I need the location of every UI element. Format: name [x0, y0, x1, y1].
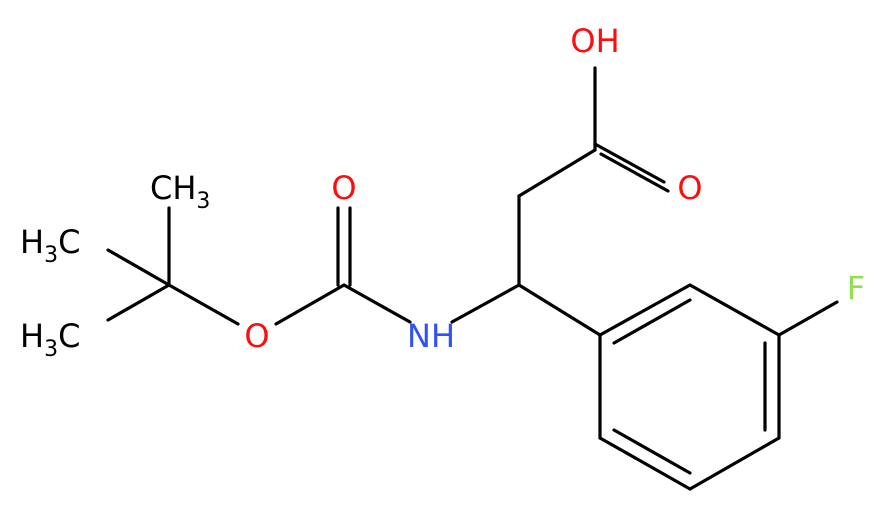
methyl-mid-label: H3C: [20, 223, 80, 268]
bond-quaternary-c-ester-oxygen: [167, 283, 240, 326]
atom-carbonyl-oxygen-label: O: [331, 169, 356, 207]
methyl-mid-c: C: [58, 223, 80, 261]
bond-acid-double-1: [593, 142, 666, 184]
methyl-top-label: CH3: [150, 169, 210, 214]
bond-ring-inner-a: [612, 298, 692, 345]
bond-ring-inner-b: [612, 428, 692, 475]
atom-acid-oxygen-label: O: [677, 169, 702, 207]
atom-nitrogen-label: NH: [407, 317, 455, 355]
atom-ester-oxygen-label: O: [244, 317, 269, 355]
methyl-top-subscript: 3: [196, 189, 210, 214]
methyl-mid-subscript: 3: [44, 243, 58, 268]
bond-alpha-c-ring: [517, 283, 602, 337]
atom-oh-label: OH: [570, 22, 619, 60]
bond-quaternary-c-methyl-bottom: [106, 283, 171, 322]
bond-ring-6-1: [598, 283, 692, 337]
methyl-top-main: CH: [150, 169, 196, 207]
bond-ring-3-4: [688, 436, 781, 491]
methyl-mid-h: H: [20, 223, 44, 261]
bond-nitrogen-alpha-c: [450, 283, 521, 324]
methyl-bottom-h: H: [20, 317, 44, 355]
bond-carbonyl-c-nitrogen: [342, 283, 412, 324]
atom-fluorine-label: F: [847, 269, 865, 307]
bond-ring-2-3: [598, 436, 692, 491]
bond-ring-5-6: [688, 283, 781, 337]
methyl-bottom-c: C: [58, 317, 80, 355]
atom-label-layer: OH O O O NH F CH3 H3C H3C: [20, 22, 865, 362]
bond-ring-fluorine: [777, 300, 839, 337]
bond-quaternary-c-methyl-mid: [106, 248, 171, 287]
bond-layer: [106, 66, 839, 491]
methyl-bottom-label: H3C: [20, 317, 80, 362]
bond-ester-oxygen-carbonyl-c: [274, 283, 346, 326]
bond-acid-double-2: [599, 152, 670, 193]
methyl-bottom-subscript: 3: [44, 337, 58, 362]
bond-ch2-acid-c: [517, 148, 597, 198]
